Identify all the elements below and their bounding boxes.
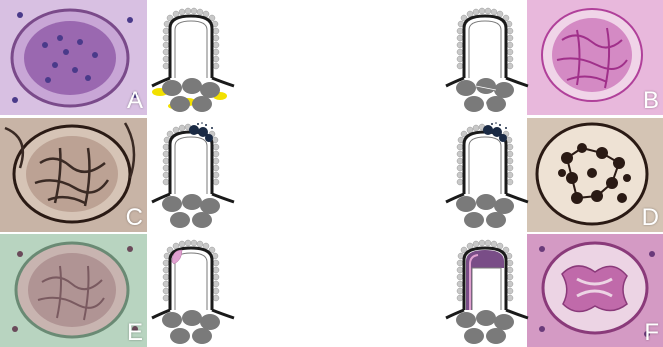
schematic-d — [444, 122, 530, 230]
schematic-b — [444, 6, 530, 114]
schematic-e — [150, 238, 236, 346]
panel-label-d: D — [642, 206, 659, 230]
micrograph-b: B — [527, 0, 663, 115]
micrograph-f: F — [527, 234, 663, 347]
schematic-c — [150, 122, 236, 230]
schematic-a — [150, 6, 236, 114]
panel-label-e: E — [127, 321, 143, 345]
panel-label-c: C — [126, 206, 143, 230]
panel-label-b: B — [643, 89, 659, 113]
micrograph-e: E — [0, 234, 147, 347]
micrograph-c: C — [0, 118, 147, 232]
panel-label-f: F — [644, 321, 659, 345]
panel-label-a: A — [127, 89, 143, 113]
micrograph-a: A — [0, 0, 147, 115]
micrograph-d: D — [527, 118, 663, 232]
schematic-f — [444, 238, 530, 346]
